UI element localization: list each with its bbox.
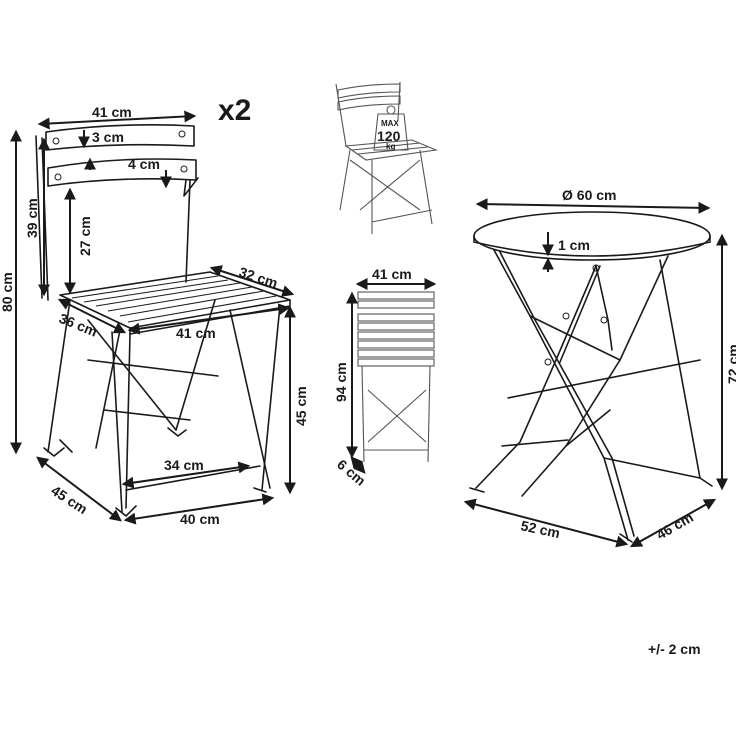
folded-chair-dimension-lines xyxy=(346,278,437,474)
chair-total-height-label: 80 cm xyxy=(0,272,15,312)
weight-badge-shape xyxy=(373,113,409,151)
table-top-thickness-label: 1 cm xyxy=(558,237,590,253)
weight-badge-value: 120 xyxy=(377,128,401,144)
chair-dimension-lines xyxy=(10,110,296,525)
chair-seat-side-label: 32 cm xyxy=(237,264,280,291)
quantity-label: x2 xyxy=(218,94,251,127)
chair-back-width-label: 41 cm xyxy=(92,104,132,120)
folded-chair-drawing xyxy=(357,291,435,463)
table-height-label: 72 cm xyxy=(725,344,736,384)
folded-width-label: 41 cm xyxy=(372,266,412,282)
weight-badge-max: MAX xyxy=(381,119,399,128)
chair-base-width-label: 40 cm xyxy=(180,511,220,527)
table-base-width-label: 52 cm xyxy=(519,517,561,541)
chair-seat-depth-label: 36 cm xyxy=(57,310,100,340)
tolerance-note: +/- 2 cm xyxy=(648,641,701,657)
chair-back-leg-label: 27 cm xyxy=(77,216,93,256)
chair-seat-height-label: 45 cm xyxy=(293,386,309,426)
weight-badge-unit: kg xyxy=(386,142,395,151)
chair-stretcher-width-label: 34 cm xyxy=(164,457,204,473)
table-base-depth-label: 46 cm xyxy=(654,509,696,543)
chair-base-depth-label: 45 cm xyxy=(48,482,90,517)
table-diameter-label: Ø 60 cm xyxy=(562,187,616,203)
chair-slat-gap-label: 3 cm xyxy=(92,129,124,145)
chair-seat-width-label: 41 cm xyxy=(176,325,216,341)
chair-slat-height-label: 4 cm xyxy=(128,156,160,172)
table-drawing xyxy=(469,211,713,543)
chair-load-illustration xyxy=(335,81,439,234)
chair-back-height-label: 39 cm xyxy=(24,198,40,238)
table-dimension-lines xyxy=(463,198,728,548)
folded-height-label: 94 cm xyxy=(333,362,349,402)
